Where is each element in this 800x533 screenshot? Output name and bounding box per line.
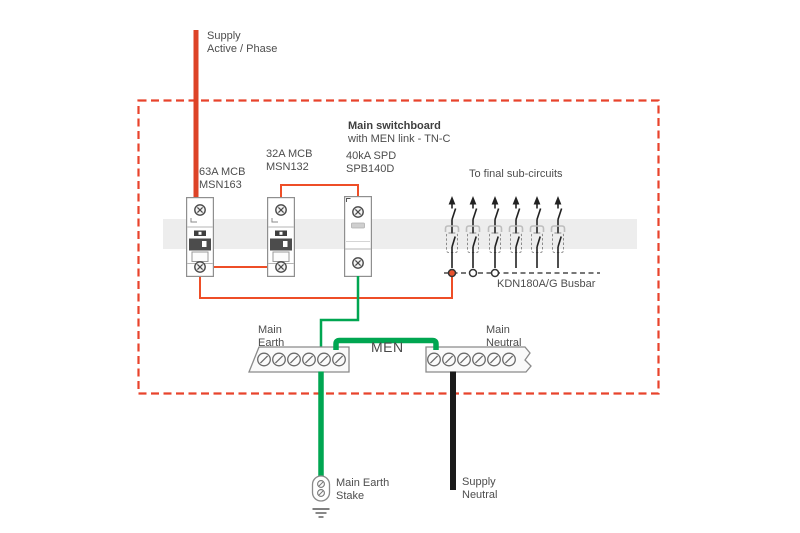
- spd-label: 40kA SPD SPB140D: [346, 150, 397, 175]
- main-neutral-bar: [425, 346, 532, 373]
- mcb-32a-module: [268, 198, 295, 277]
- supply-active-label: Supply Active / Phase: [207, 30, 278, 55]
- active-wire-to-busbar: [199, 276, 453, 299]
- busbar-terminal: [490, 268, 500, 278]
- busbar-line: [444, 268, 600, 278]
- mcb-63a-module: [187, 198, 214, 277]
- earth-stake-icon: [311, 475, 331, 518]
- busbar-terminal-live: [447, 268, 457, 278]
- switchboard-title-name: Main switchboard: [348, 120, 441, 132]
- supply-neutral-label: Supply Neutral: [462, 476, 498, 501]
- main-earth-bar: [248, 346, 350, 373]
- switchboard-title-subtitle: with MEN link - TN-C: [348, 133, 451, 145]
- busbar-label: KDN180A/G Busbar: [497, 278, 596, 290]
- main-neutral-bar-label: Main Neutral: [486, 324, 522, 349]
- earth-symbol-icon: [312, 508, 330, 518]
- subcircuits-heading: To final sub-circuits: [469, 168, 563, 180]
- busbar-terminal: [468, 268, 478, 278]
- mcb-32a-label: 32A MCB MSN132: [266, 148, 313, 173]
- main-earth-bar-label: Main Earth: [258, 324, 285, 349]
- men-link-label: MEN: [371, 339, 404, 355]
- mcb-63a-label: 63A MCB MSN163: [199, 166, 246, 191]
- men-link: [333, 337, 439, 350]
- active-wire-mcb-to-spd: [280, 184, 359, 203]
- spd-module: [345, 197, 372, 277]
- switchboard-boundary: [137, 99, 660, 395]
- spd-earth-wire: [319, 276, 360, 351]
- earth-stake-label: Main Earth Stake: [336, 477, 390, 502]
- switchboard-title: Main switchboard with MEN link - TN-C: [348, 120, 450, 146]
- din-rail-band: [163, 219, 637, 249]
